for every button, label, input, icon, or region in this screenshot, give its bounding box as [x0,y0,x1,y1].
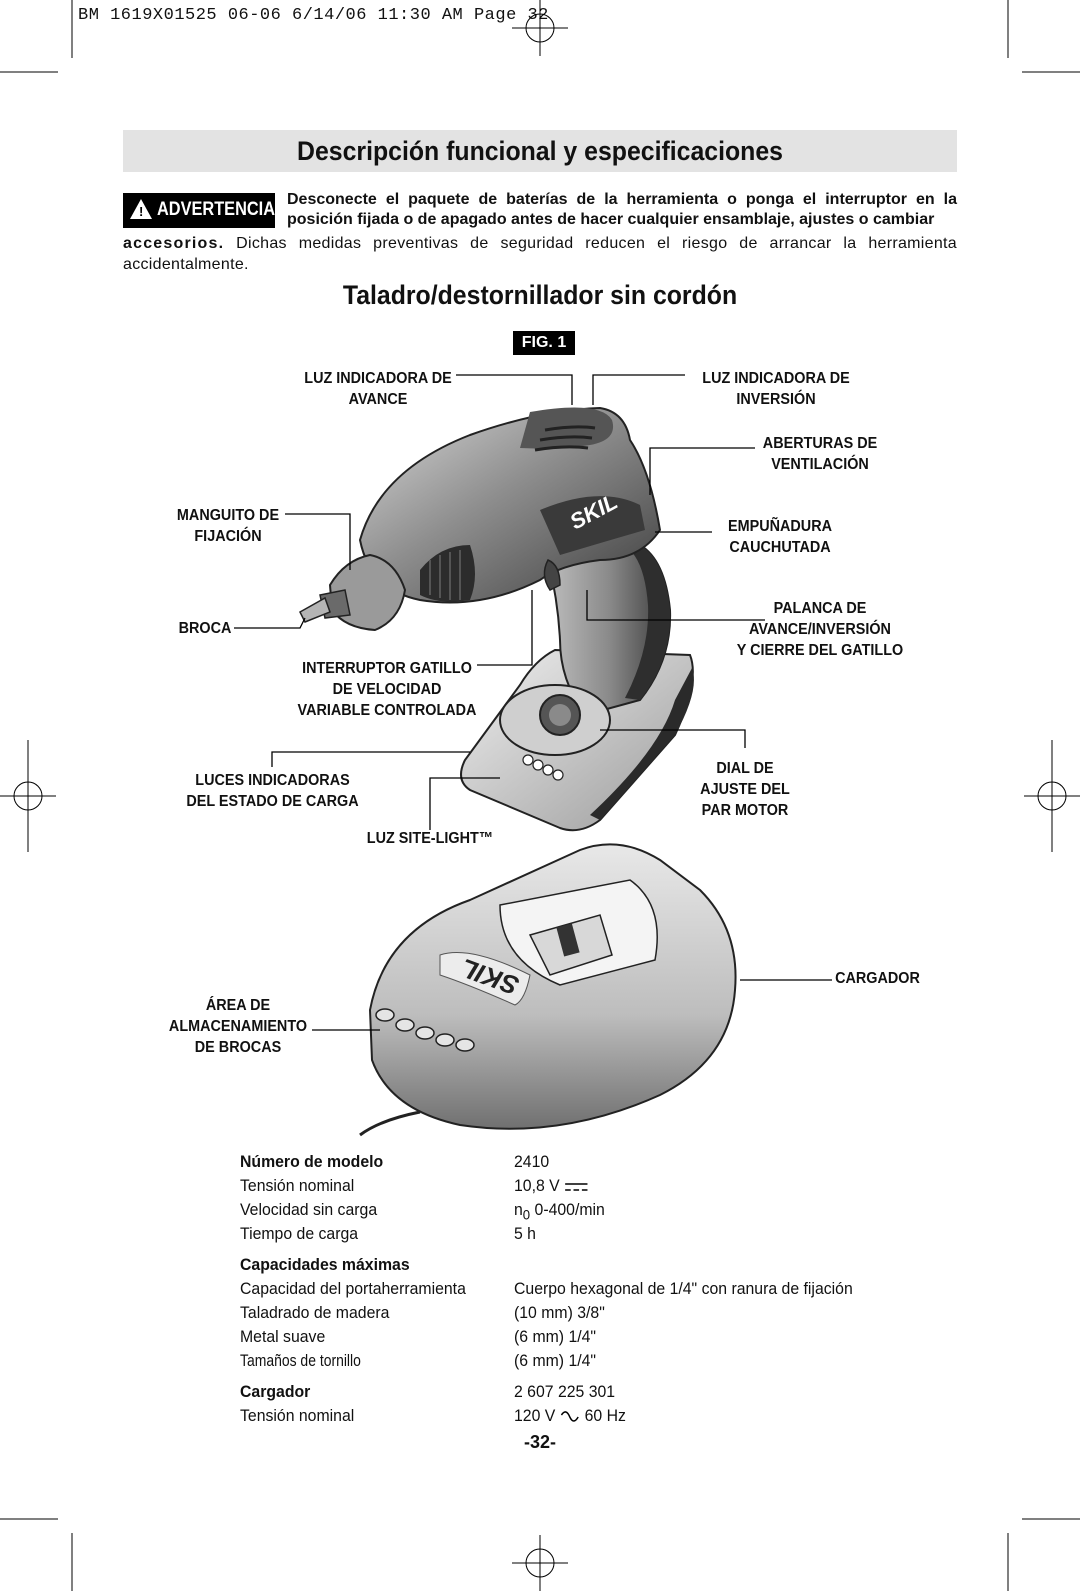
charger-heading: Cargador [240,1382,311,1401]
charger-model-value: 2 607 225 301 [514,1382,616,1401]
callout-collet-line2: FIJACIÓN [194,528,262,545]
capacity-screw-label: Tamaños de tornillo [240,1351,361,1370]
callout-grip-line1: EMPUÑADURA [727,518,833,535]
callout-bit: BROCA [174,618,237,639]
printer-slug: BM 1619X01525 06-06 6/14/06 11:30 AM Pag… [78,6,549,25]
callout-trigger-line3: VARIABLE CONTROLADA [297,702,477,719]
charger-body [368,843,737,1130]
spec-voltage: 10,8 V [514,1174,588,1198]
charger-voltage-value: 120 V [514,1406,556,1425]
callout-dial: DIAL DE AJUSTE DEL PAR MOTOR [687,758,804,821]
capacity-metal-value: (6 mm) 1/4" [514,1327,597,1346]
leader-lines [234,374,832,1031]
warning-bold-text: Desconecte el paquete de baterías de la … [287,191,957,228]
callout-vents-line1: ABERTURAS DE [762,435,878,452]
callout-charger-line1: CARGADOR [835,970,920,987]
callout-lever: PALANCA DE AVANCE/INVERSIÓN Y CIERRE DEL… [726,598,915,661]
warning-continuation: accesorios. Dichas medidas preventivas d… [123,233,957,275]
title-bar: Descripción funcional y especificaciones [123,130,957,172]
callout-vents-line2: VENTILACIÓN [771,456,869,473]
callout-forward-light-line1: LUZ INDICADORA DE [304,370,452,387]
capacity-wood-label: Taladrado de madera [240,1303,390,1322]
callout-storage-line2: ALMACENAMIENTO [168,1018,308,1035]
callout-dial-line3: PAR MOTOR [701,802,789,819]
warning-bold-tail: accesorios. [123,235,225,252]
section-subtitle: Taladro/destornillador sin cordón [342,280,738,310]
callout-reverse-light-line2: INVERSIÓN [736,391,816,408]
page-title: Descripción funcional y especificaciones [297,136,783,166]
warning-icon: ! [130,199,152,219]
callout-trigger-line1: INTERRUPTOR GATILLO [302,660,472,677]
callout-storage: ÁREA DE ALMACENAMIENTO DE BROCAS [166,995,310,1058]
callout-fuel-line1: LUCES INDICADORAS [195,772,350,789]
spec-voltage-value: 10,8 V [514,1176,560,1195]
charger-frequency-value: 60 Hz [584,1406,626,1425]
callout-storage-line1: ÁREA DE [205,997,271,1014]
callout-grip: EMPUÑADURA CAUCHUTADA [717,516,843,558]
callout-fuel-line2: DEL ESTADO DE CARGA [186,793,359,810]
callout-lever-line3: Y CIERRE DEL GATILLO [736,642,904,659]
callout-collet-line1: MANGUITO DE [176,507,280,524]
capacity-chuck-label: Capacidad del portaherramienta [240,1279,466,1298]
spec-charge-time-value: 5 h [514,1224,536,1243]
callout-collet: MANGUITO DE FIJACIÓN [165,505,291,547]
spec-speed-prefix: n [514,1200,523,1219]
capacity-chuck-value: Cuerpo hexagonal de 1/4" con ranura de f… [514,1279,853,1298]
drill-body [358,406,662,604]
capacity-metal-label: Metal suave [240,1327,326,1346]
callout-forward-light-line2: AVANCE [348,391,408,408]
charger-voltage-label: Tensión nominal [240,1406,355,1425]
callout-reverse-light-line1: LUZ INDICADORA DE [702,370,850,387]
callout-forward-light: LUZ INDICADORA DE AVANCE [293,368,464,410]
capacities-heading: Capacidades máximas [240,1255,410,1274]
callout-lever-line1: PALANCA DE [773,600,867,617]
callout-trigger-line2: DE VELOCIDAD [332,681,442,698]
callout-sitelight-line1: LUZ SITE-LIGHT™ [366,830,494,847]
page-number: -32- [523,1432,556,1452]
spec-speed-sub: 0 [522,1207,531,1224]
spec-charge-time-label: Tiempo de carga [240,1224,359,1243]
charger-voltage: 120 V 60 Hz [514,1404,626,1428]
warning-badge: ! ADVERTENCIA [123,193,275,228]
callout-fuel-gauge: LUCES INDICADORAS DEL ESTADO DE CARGA [180,770,365,812]
callout-lever-line2: AVANCE/INVERSIÓN [749,621,891,638]
dc-symbol-icon [565,1182,588,1191]
callout-reverse-light: LUZ INDICADORA DE INVERSIÓN [691,368,862,410]
spec-model-value: 2410 [514,1152,550,1171]
spec-model-label: Número de modelo [240,1152,384,1171]
callout-dial-line2: AJUSTE DEL [700,781,790,798]
drill-bit [299,596,331,623]
callout-charger: CARGADOR [830,968,925,989]
ac-symbol-icon [560,1410,579,1422]
spec-speed: n0 0-400/min [514,1198,605,1227]
callout-bit-line1: BROCA [178,620,232,637]
callout-trigger: INTERRUPTOR GATILLO DE VELOCIDAD VARIABL… [297,658,477,721]
callout-grip-line2: CAUCHUTADA [729,539,831,556]
figure-label: FIG. 1 [513,331,575,355]
warning-badge-label: ADVERTENCIA [157,199,276,220]
spec-speed-label: Velocidad sin carga [240,1200,378,1219]
capacity-screw-value: (6 mm) 1/4" [514,1351,597,1370]
spec-voltage-label: Tensión nominal [240,1176,355,1195]
spec-speed-value: 0-400/min [534,1200,605,1219]
callout-sitelight: LUZ SITE-LIGHT™ [363,828,498,849]
callout-storage-line3: DE BROCAS [194,1039,282,1056]
callout-vents: ABERTURAS DE VENTILACIÓN [753,433,888,475]
capacity-wood-value: (10 mm) 3/8" [514,1303,605,1322]
callout-dial-line1: DIAL DE [716,760,774,777]
warning-normal-text: Dichas medidas preventivas de seguridad … [123,235,957,273]
